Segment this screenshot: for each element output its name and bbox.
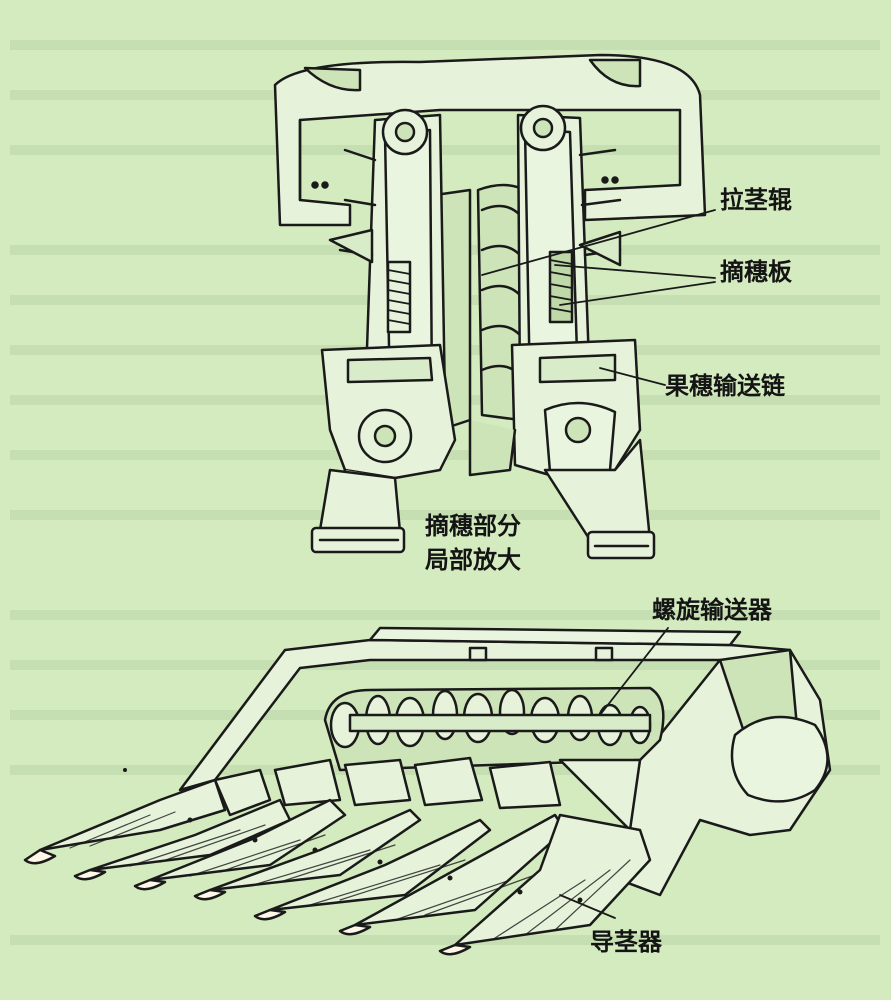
label-auger: 螺旋输送器 xyxy=(652,596,772,624)
label-snapping-plate: 摘穗板 xyxy=(720,258,792,286)
caption-line-1: 摘穗部分 xyxy=(425,512,521,540)
leader-lines-bottom xyxy=(559,627,669,919)
label-stripping-roller: 拉茎辊 xyxy=(720,186,792,214)
leader-lines-top xyxy=(481,209,716,386)
corn-header-drawing xyxy=(23,626,832,956)
caption-line-2: 局部放大 xyxy=(425,546,521,574)
snapping-unit-detail xyxy=(273,53,707,560)
auger-spiral xyxy=(329,688,652,749)
label-ear-conveyor-chain: 果穗输送链 xyxy=(665,372,785,400)
label-stalk-divider: 导茎器 xyxy=(590,928,662,956)
